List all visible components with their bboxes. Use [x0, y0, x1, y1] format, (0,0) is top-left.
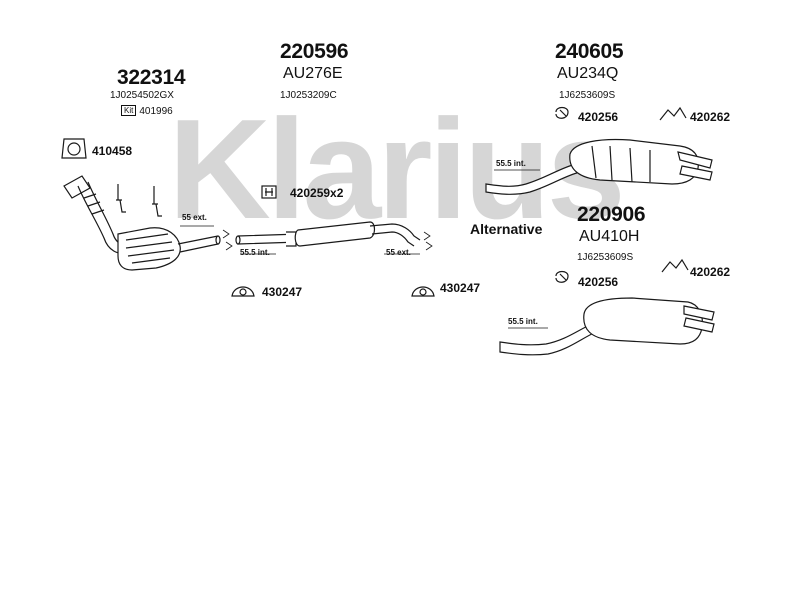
- alt-clamp-icon: [555, 270, 569, 283]
- alt-oem-number: 1J6253609S: [577, 252, 634, 263]
- alt-int-dimension: 55.5 int.: [508, 317, 538, 326]
- rear-oem-number: 1J6253609S: [559, 90, 616, 101]
- middle-ext-dimension: 55 ext.: [386, 248, 411, 257]
- kit-tag: Kit: [121, 105, 137, 116]
- middle-int-dimension: 55.5 int.: [240, 248, 270, 257]
- rubber-mount-2-part-number: 430247: [440, 281, 481, 295]
- front-oem-number: 1J0254502GX: [110, 90, 174, 101]
- rear-int-dimension: 55.5 int.: [496, 159, 526, 168]
- middle-oem-number: 1J0253209C: [280, 90, 337, 101]
- middle-part-number: 220596: [280, 40, 349, 63]
- middle-silencer-pipe: [235, 221, 433, 255]
- alternative-rear-silencer: [499, 297, 715, 356]
- alt-clamp-part-number: 420256: [578, 275, 619, 289]
- alt-hanger-icon: [661, 258, 689, 273]
- rear-reference: AU234Q: [557, 65, 619, 82]
- rear-part-number: 240605: [555, 40, 624, 63]
- rear-clamp-icon: [555, 106, 569, 119]
- gasket-part-number: 410458: [92, 144, 133, 158]
- kit-number: 401996: [139, 106, 173, 117]
- front-ext-dimension: 55 ext.: [182, 213, 207, 222]
- alt-part-number: 220906: [577, 203, 646, 226]
- middle-reference: AU276E: [283, 65, 343, 82]
- rear-silencer: [485, 138, 713, 195]
- rubber-mount-icon: [411, 286, 435, 297]
- gasket-icon: [61, 138, 87, 159]
- rear-hanger-icon: [659, 106, 687, 121]
- alternative-label: Alternative: [470, 221, 543, 237]
- alt-hanger-part-number: 420262: [690, 265, 731, 279]
- alt-reference: AU410H: [579, 228, 640, 245]
- front-part-number: 322314: [117, 66, 186, 89]
- front-pipe-catalyst: [63, 175, 233, 271]
- rear-clamp-part-number: 420256: [578, 110, 619, 124]
- clamp-icon: [261, 185, 277, 199]
- rubber-mount-icon: [231, 286, 255, 297]
- rubber-mount-1-part-number: 430247: [262, 285, 303, 299]
- rear-hanger-part-number: 420262: [690, 110, 731, 124]
- watermark-text: Klarius: [168, 90, 621, 249]
- clamp-part-number: 420259x2: [290, 186, 344, 200]
